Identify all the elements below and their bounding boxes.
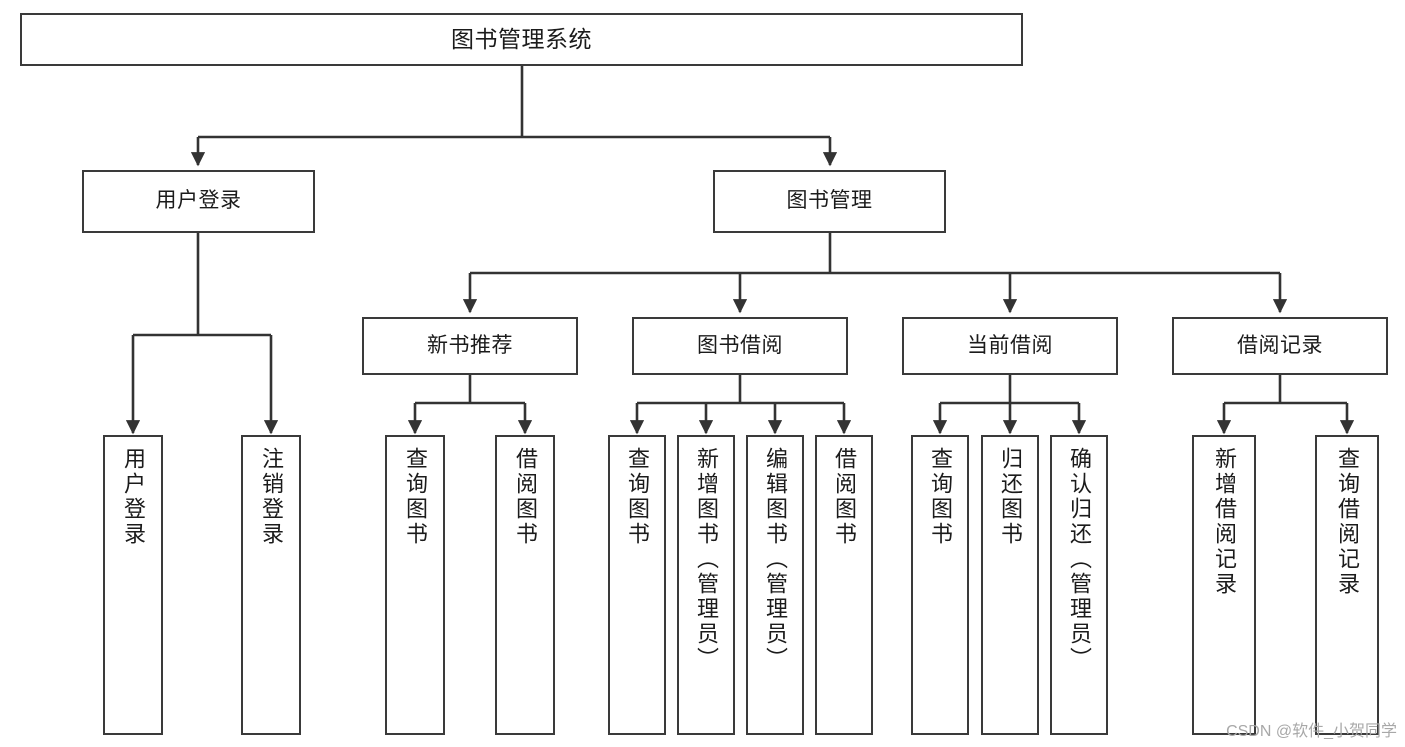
node-leaf-query-book-1[interactable]: 查询图书 [385,435,445,735]
node-leaf-return-book[interactable]: 归还图书 [981,435,1039,735]
node-borrow-record[interactable]: 借阅记录 [1172,317,1388,375]
node-leaf-logout[interactable]: 注销登录 [241,435,301,735]
node-leaf-edit-book-label: 编辑图书（管理员） [762,447,788,672]
node-leaf-borrow-book-1[interactable]: 借阅图书 [495,435,555,735]
node-leaf-confirm-return-label: 确认归还（管理员） [1066,447,1092,672]
node-leaf-add-book-label: 新增图书（管理员） [693,447,719,672]
node-book-manage-label: 图书管理 [786,189,873,213]
node-leaf-return-book-label: 归还图书 [997,447,1023,547]
node-leaf-logout-label: 注销登录 [258,447,284,547]
csdn-watermark: CSDN @软件_小贺同学 [1226,723,1397,740]
node-leaf-query-book-3-label: 查询图书 [927,447,953,547]
node-leaf-user-login-label: 用户登录 [120,447,146,547]
node-current-borrow-label: 当前借阅 [967,333,1053,357]
node-book-manage[interactable]: 图书管理 [713,170,946,233]
node-leaf-query-book-3[interactable]: 查询图书 [911,435,969,735]
node-leaf-add-record-label: 新增借阅记录 [1211,447,1237,597]
node-book-borrow[interactable]: 图书借阅 [632,317,848,375]
node-leaf-add-record[interactable]: 新增借阅记录 [1192,435,1256,735]
node-leaf-query-record-label: 查询借阅记录 [1334,447,1360,597]
node-leaf-user-login[interactable]: 用户登录 [103,435,163,735]
node-leaf-confirm-return[interactable]: 确认归还（管理员） [1050,435,1108,735]
node-user-login-label: 用户登录 [155,189,242,213]
node-book-borrow-label: 图书借阅 [697,333,783,357]
node-new-book-rec[interactable]: 新书推荐 [362,317,578,375]
node-leaf-add-book[interactable]: 新增图书（管理员） [677,435,735,735]
node-leaf-query-book-2[interactable]: 查询图书 [608,435,666,735]
node-leaf-query-book-2-label: 查询图书 [624,447,650,547]
node-leaf-query-record[interactable]: 查询借阅记录 [1315,435,1379,735]
node-borrow-record-label: 借阅记录 [1237,333,1323,357]
node-leaf-query-book-1-label: 查询图书 [402,447,428,547]
node-leaf-borrow-book-2-label: 借阅图书 [831,447,857,547]
node-leaf-edit-book[interactable]: 编辑图书（管理员） [746,435,804,735]
node-user-login[interactable]: 用户登录 [82,170,315,233]
node-current-borrow[interactable]: 当前借阅 [902,317,1118,375]
node-new-book-rec-label: 新书推荐 [427,333,513,357]
node-leaf-borrow-book-2[interactable]: 借阅图书 [815,435,873,735]
node-root-label: 图书管理系统 [451,25,592,52]
node-root[interactable]: 图书管理系统 [20,13,1023,66]
node-leaf-borrow-book-1-label: 借阅图书 [512,447,538,547]
